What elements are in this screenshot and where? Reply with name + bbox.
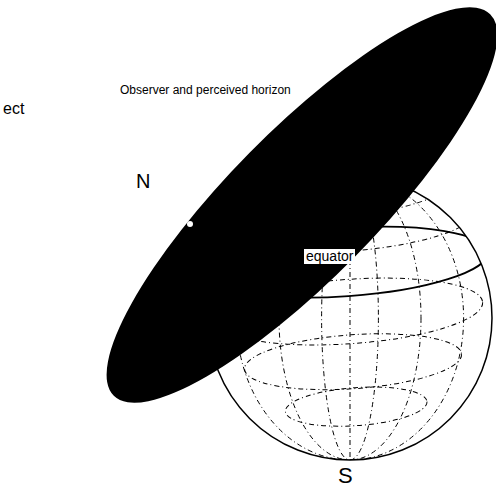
observer-figure (176, 214, 186, 228)
observer-mark (176, 214, 193, 228)
latitude-line (284, 383, 428, 431)
pole-label: S (338, 464, 353, 488)
latitude-line (243, 327, 464, 396)
pole-label: N (134, 170, 152, 192)
horizon-plane (61, 0, 496, 448)
cut-label: ect (3, 100, 24, 118)
equator-label: equator (304, 249, 355, 264)
horizon-ellipse (61, 0, 496, 448)
observer-dot (187, 221, 193, 227)
observer-label: Observer and perceived horizon (118, 84, 293, 97)
